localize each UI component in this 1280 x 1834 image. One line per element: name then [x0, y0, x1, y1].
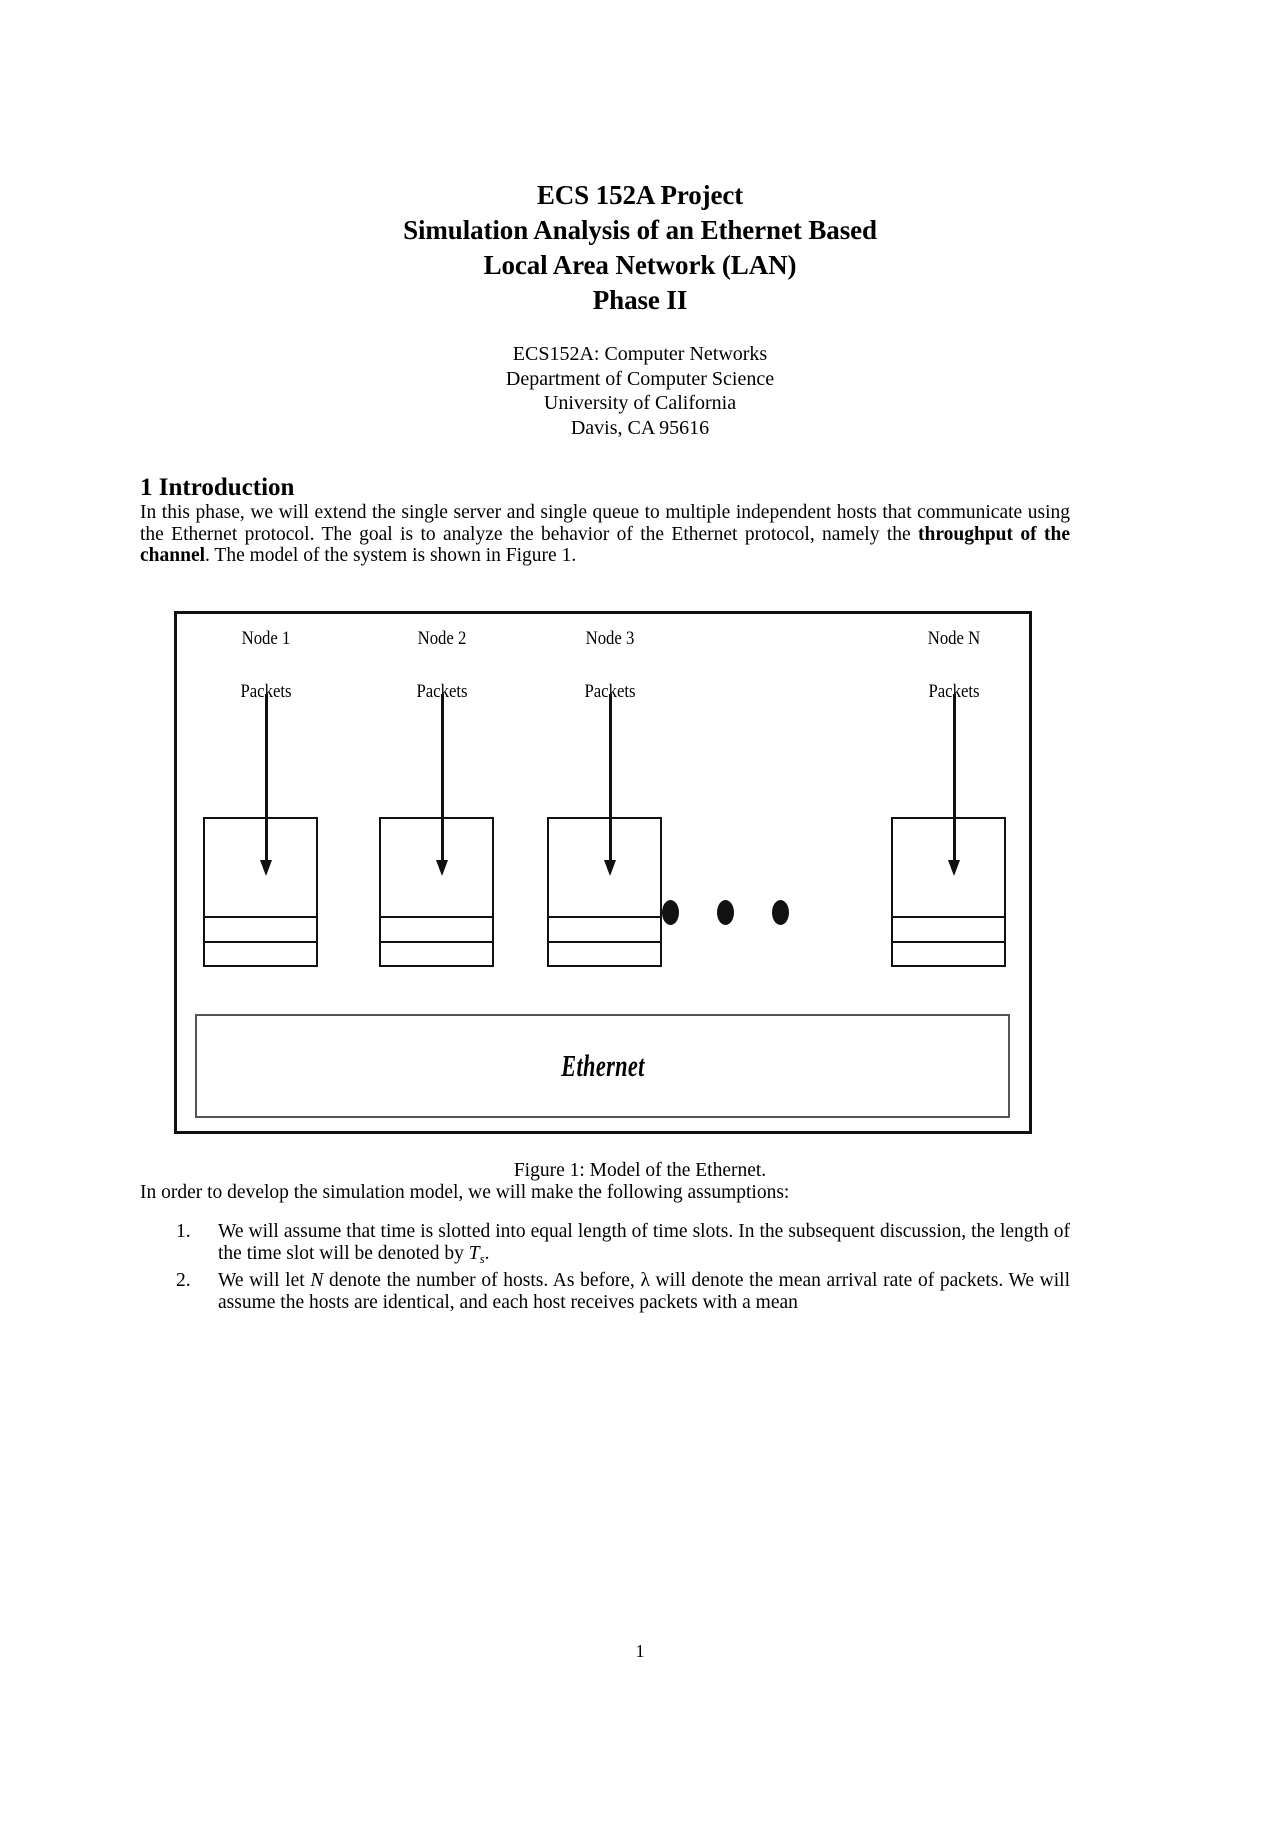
affiliation-line-city: Davis, CA 95616	[570, 416, 710, 439]
queue-divider-3b	[549, 940, 660, 943]
packet-arrow-3	[604, 693, 616, 876]
paragraph-introduction-emphasis: throughput of the channel	[140, 523, 1070, 567]
ellipsis-dot-3	[772, 899, 789, 925]
ellipsis-dot-2	[717, 899, 734, 925]
assumption-text-2-part1: We will let	[218, 1270, 311, 1291]
paragraph-introduction-part1: In this phase, we will extend the single…	[140, 502, 1070, 545]
assumption-math-sub-1: s	[479, 1250, 485, 1266]
assumption-number-1: 1.	[176, 1221, 191, 1242]
affiliation-line-course: ECS152A: Computer Networks	[512, 343, 768, 365]
figure-1: Node 1 Packets Node 2 Packets	[0, 610, 1280, 1136]
queue-box-n	[891, 816, 1006, 967]
paragraph-assumptions-lead: In order to develop the simulation model…	[140, 1181, 790, 1203]
queue-divider-2a	[381, 915, 492, 918]
node-label-1: Node 1	[241, 627, 291, 649]
queue-box-1	[203, 816, 318, 967]
title-block: ECS 152A Project Simulation Analysis of …	[0, 178, 1280, 318]
node-label-n: Node N	[927, 627, 981, 649]
queue-box-3	[547, 816, 662, 967]
packet-arrow-1	[260, 693, 272, 876]
ethernet-bus: Ethernet	[195, 1013, 1010, 1118]
queue-divider-1b	[205, 940, 316, 943]
queue-divider-2b	[381, 940, 492, 943]
body-column: In this phase, we will extend the single…	[140, 502, 1070, 567]
assumption-number-2: 2.	[176, 1270, 191, 1291]
packets-label-n: Packets	[928, 680, 980, 702]
assumption-text-1-part2: .	[484, 1242, 490, 1264]
queue-divider-na	[893, 915, 1004, 918]
assumptions-list: 1. We will assume that time is slotted in…	[140, 1221, 1070, 1313]
ellipsis-dots	[662, 899, 812, 930]
document-page: ECS 152A Project Simulation Analysis of …	[0, 178, 1280, 1834]
queue-box-2	[379, 816, 494, 967]
document-title-line-2: Simulation Analysis of an Ethernet Based	[403, 215, 877, 245]
packets-label-3: Packets	[584, 680, 636, 702]
node-label-3: Node 3	[585, 627, 635, 649]
queue-divider-3a	[549, 915, 660, 918]
packets-label-2: Packets	[416, 680, 468, 702]
queue-divider-nb	[893, 940, 1004, 943]
paragraph-introduction: In this phase, we will extend the single…	[140, 502, 1070, 567]
document-title-line-4: Phase II	[592, 285, 688, 315]
affiliation-line-university: University of California	[543, 392, 737, 414]
assumption-item-1: 1. We will assume that time is slotted in…	[140, 1221, 1070, 1269]
ethernet-bus-label: Ethernet	[560, 1047, 645, 1083]
assumption-text-2-part2: denote the number of hosts. As before, λ…	[218, 1270, 1071, 1313]
assumption-text-1-part1: We will assume that time is slotted into…	[218, 1221, 1070, 1264]
assumption-math-var-1: T	[468, 1242, 480, 1264]
figure-outer-frame: Node 1 Packets Node 2 Packets	[174, 610, 1032, 1134]
packets-label-1: Packets	[240, 680, 292, 702]
document-title-line-3: Local Area Network (LAN)	[483, 250, 797, 280]
figure-caption: Figure 1: Model of the Ethernet.	[513, 1159, 767, 1181]
packet-arrow-2	[436, 693, 448, 876]
body-column-lower: In order to develop the simulation model…	[140, 1182, 1070, 1204]
page-number: 1	[635, 1641, 645, 1661]
affiliation-block: ECS152A: Computer Networks Department of…	[0, 342, 1280, 440]
document-title-line-1: ECS 152A Project	[536, 180, 744, 210]
assumption-math-var-2: N	[310, 1270, 324, 1291]
section-heading-introduction: 1 Introduction	[140, 474, 295, 501]
assumption-item-2: 2. We will let N denote the number of hos…	[140, 1270, 1070, 1313]
affiliation-line-department: Department of Computer Science	[505, 367, 775, 390]
paragraph-introduction-part2: . The model of the system is shown in Fi…	[205, 545, 577, 566]
queue-divider-1a	[205, 915, 316, 918]
packet-arrow-n	[948, 693, 960, 876]
node-label-2: Node 2	[417, 627, 467, 649]
ellipsis-dot-1	[662, 899, 679, 925]
